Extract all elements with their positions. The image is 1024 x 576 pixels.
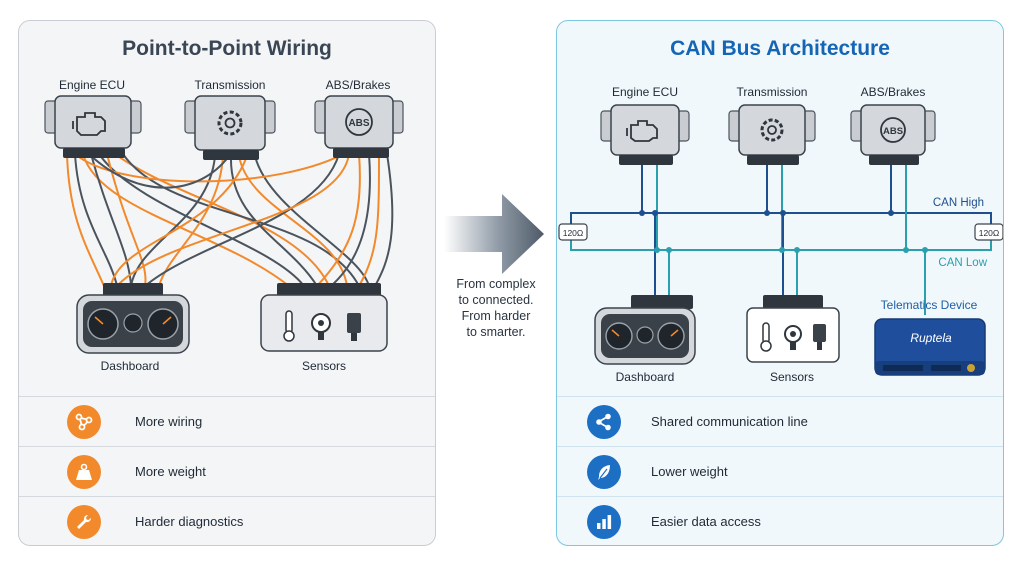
right-transmission-label: Transmission — [737, 85, 808, 99]
left-panel-title: Point-to-Point Wiring — [122, 37, 332, 60]
feature-row: More weight — [19, 446, 435, 496]
wrench-icon — [67, 504, 101, 539]
feature-row: Harder diagnostics — [19, 496, 435, 545]
can-bus-panel: CAN Bus Architecture Engine ECU Transmis… — [556, 20, 1004, 546]
left-dashboard-label: Dashboard — [101, 359, 160, 373]
right-abs-label: ABS/Brakes — [861, 85, 926, 99]
left-dashboard-device — [76, 283, 190, 354]
left-abs-module: ABS — [314, 95, 404, 158]
left-sensors-device — [260, 283, 388, 352]
caption-line: From complex — [456, 277, 536, 291]
left-engine-ecu-label: Engine ECU — [59, 78, 125, 92]
telematics-label: Telematics Device — [881, 298, 978, 312]
feature-row: Easier data access — [557, 496, 1003, 545]
right-abs-module: ABS — [850, 104, 936, 165]
point-to-point-diagram: Engine ECU Transmission ABS/Brakes — [44, 78, 404, 373]
pressure-sensor-icon — [784, 325, 802, 350]
telematics-brand: Ruptela — [910, 331, 952, 345]
left-transmission-label: Transmission — [195, 78, 266, 92]
right-panel-title: CAN Bus Architecture — [670, 37, 890, 60]
can-bus-lines — [570, 163, 992, 315]
resistor-left: 120Ω — [558, 223, 588, 241]
abs-icon — [880, 117, 906, 143]
feature-text: Harder diagnostics — [135, 514, 244, 529]
gear-icon — [760, 118, 784, 142]
transition-arrow — [440, 192, 552, 352]
network-icon — [67, 404, 101, 439]
thermometer-sensor-icon — [760, 322, 772, 352]
right-feature-list: Shared communication line Lower weight E… — [557, 396, 1003, 545]
resistor-left-label: 120Ω — [563, 228, 584, 238]
point-to-point-panel: Point-to-Point Wiring Engine ECU Transmi… — [18, 20, 436, 546]
bus-junction-dots — [639, 210, 928, 253]
right-dashboard-device — [594, 295, 696, 365]
pressure-sensor-icon — [311, 313, 331, 340]
share-icon — [587, 404, 621, 439]
left-sensors-label: Sensors — [302, 359, 346, 373]
feature-row: Shared communication line — [557, 396, 1003, 446]
left-abs-badge: ABS — [348, 118, 369, 129]
resistor-right-label: 120Ω — [979, 228, 1000, 238]
weight-icon — [67, 454, 101, 489]
thermometer-sensor-icon — [283, 310, 295, 342]
feature-text: More weight — [135, 464, 206, 479]
can-low-label: CAN Low — [938, 257, 987, 269]
arrow-right-icon — [444, 194, 544, 274]
position-sensor-icon — [347, 313, 361, 341]
left-transmission-module — [184, 95, 276, 160]
can-high-label: CAN High — [933, 197, 984, 209]
right-sensors-label: Sensors — [770, 370, 814, 384]
feature-text: More wiring — [135, 414, 203, 429]
caption-line: to smarter. — [466, 325, 526, 339]
left-feature-list: More wiring More weight Harder diagnosti… — [19, 396, 435, 545]
right-engine-ecu-module — [600, 104, 690, 165]
can-bus-diagram: Engine ECU Transmission ABS/Brakes — [558, 85, 1003, 384]
position-sensor-icon — [813, 324, 826, 350]
feature-text: Easier data access — [651, 514, 761, 529]
feature-row: Lower weight — [557, 446, 1003, 496]
left-abs-label: ABS/Brakes — [326, 78, 391, 92]
right-dashboard-label: Dashboard — [616, 370, 675, 384]
right-engine-ecu-label: Engine ECU — [612, 85, 678, 99]
feature-text: Shared communication line — [651, 414, 808, 429]
caption-line: to connected. — [458, 293, 534, 307]
engine-icon — [72, 112, 106, 136]
right-abs-badge: ABS — [883, 126, 903, 137]
tangled-wires — [66, 150, 394, 287]
feature-text: Lower weight — [651, 464, 728, 479]
bar-chart-icon — [587, 504, 621, 539]
left-engine-ecu-module — [44, 95, 142, 158]
transition-caption: From complex to connected. From harder t… — [440, 276, 552, 340]
gear-icon — [217, 110, 243, 136]
abs-icon — [345, 108, 373, 136]
caption-line: From harder — [461, 309, 531, 323]
feather-icon — [587, 454, 621, 489]
engine-icon — [626, 120, 658, 142]
right-transmission-module — [728, 104, 816, 165]
resistor-right: 120Ω — [974, 223, 1003, 241]
right-sensors-device — [746, 295, 840, 363]
feature-row: More wiring — [19, 396, 435, 446]
telematics-device: Ruptela — [874, 318, 986, 376]
